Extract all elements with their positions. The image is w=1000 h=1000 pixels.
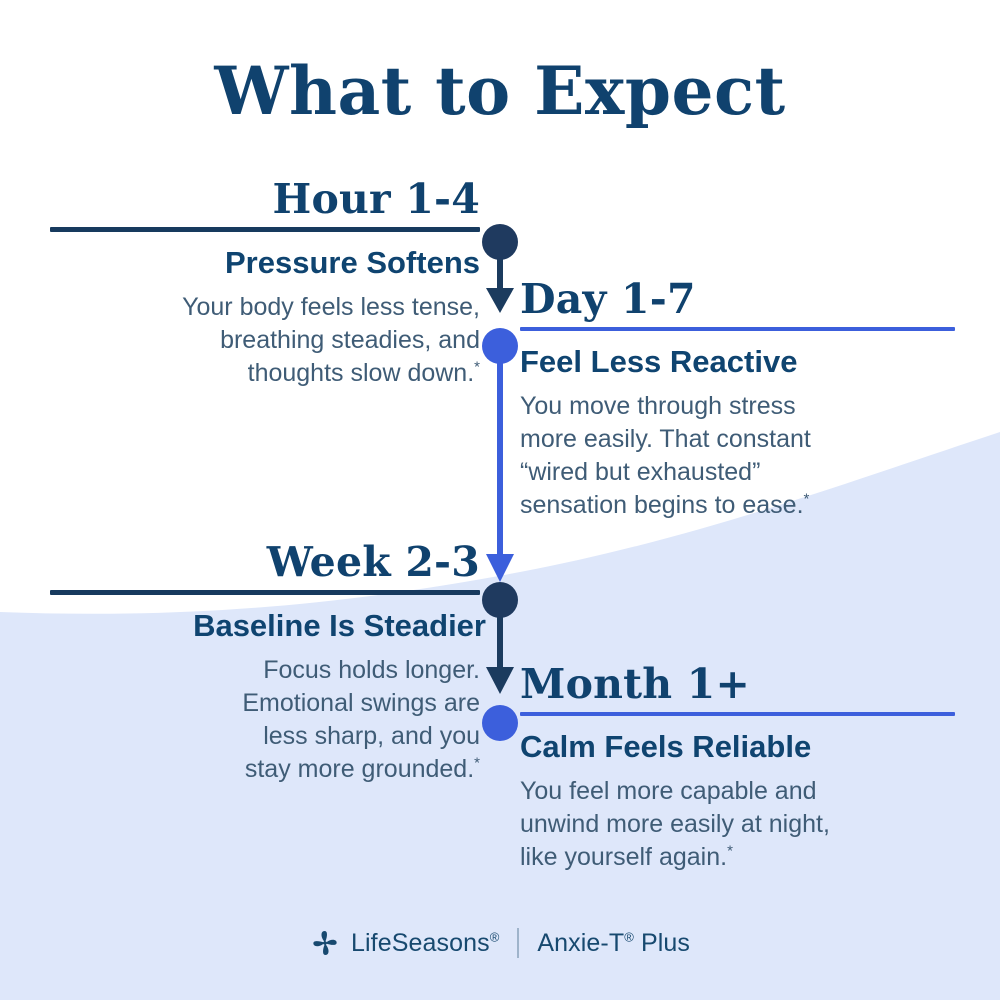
stage-heading: Calm Feels Reliable xyxy=(520,729,812,765)
stage-era-label: Day 1-7 xyxy=(520,275,696,323)
stage-rule xyxy=(520,712,955,717)
stage-body: You feel more capable and unwind more ea… xyxy=(520,775,955,874)
footer-product-registered-mark: ® xyxy=(624,929,634,945)
stage-rule xyxy=(50,590,480,596)
footer-divider xyxy=(517,928,520,958)
stage-era-label: Week 2-3 xyxy=(266,538,480,586)
stage-footnote-marker: * xyxy=(474,754,480,772)
timeline-node-month xyxy=(482,705,518,741)
stage-heading: Feel Less Reactive xyxy=(520,344,798,380)
footer-branding: LifeSeasons® Anxie-T® Plus xyxy=(0,928,1000,958)
footer-brand-name: LifeSeasons® xyxy=(351,929,499,958)
footer-product-suffix: Plus xyxy=(633,928,690,957)
stage-era-label: Hour 1-4 xyxy=(272,175,480,223)
stage-body-text: You feel more capable and unwind more ea… xyxy=(520,776,830,871)
footer-product-name: Anxie-T® Plus xyxy=(537,929,690,958)
stage-heading: Baseline Is Steadier xyxy=(193,608,486,644)
timeline-node-week xyxy=(482,582,518,618)
stage-body-text: Focus holds longer. Emotional swings are… xyxy=(242,655,480,783)
footer-brand-text: LifeSeasons xyxy=(350,928,490,957)
stage-body-text: Your body feels less tense, breathing st… xyxy=(182,292,480,387)
stage-footnote-marker: * xyxy=(803,490,810,508)
footer-product-text: Anxie-T xyxy=(537,928,625,957)
timeline-stage-day: Day 1-7 Feel Less Reactive You move thro… xyxy=(520,275,955,522)
stage-footnote-marker: * xyxy=(727,842,733,860)
timeline-node-hour xyxy=(482,224,518,260)
timeline-stage-week: Week 2-3 Baseline Is Steadier Focus hold… xyxy=(50,538,486,786)
stage-body-text: You move through stress more easily. Tha… xyxy=(520,391,811,519)
connector-week-to-month xyxy=(486,600,514,694)
timeline-stage-hour: Hour 1-4 Pressure Softens Your body feel… xyxy=(50,175,480,390)
stage-heading: Pressure Softens xyxy=(225,245,480,281)
connector-day-to-week xyxy=(486,347,514,582)
timeline-node-day xyxy=(482,328,518,364)
stage-rule xyxy=(50,227,480,233)
timeline-stage-month: Month 1+ Calm Feels Reliable You feel mo… xyxy=(520,660,955,874)
stage-footnote-marker: * xyxy=(474,358,480,376)
stage-rule xyxy=(520,327,955,332)
lifeseasons-pinwheel-icon xyxy=(313,931,337,955)
page-title: What to Expect xyxy=(214,52,786,130)
stage-body: Focus holds longer. Emotional swings are… xyxy=(50,654,480,786)
footer-brand-registered-mark: ® xyxy=(489,929,500,945)
connector-hour-to-day xyxy=(486,243,514,313)
stage-body: Your body feels less tense, breathing st… xyxy=(50,291,480,390)
stage-body: You move through stress more easily. Tha… xyxy=(520,390,955,522)
stage-era-label: Month 1+ xyxy=(520,660,751,708)
